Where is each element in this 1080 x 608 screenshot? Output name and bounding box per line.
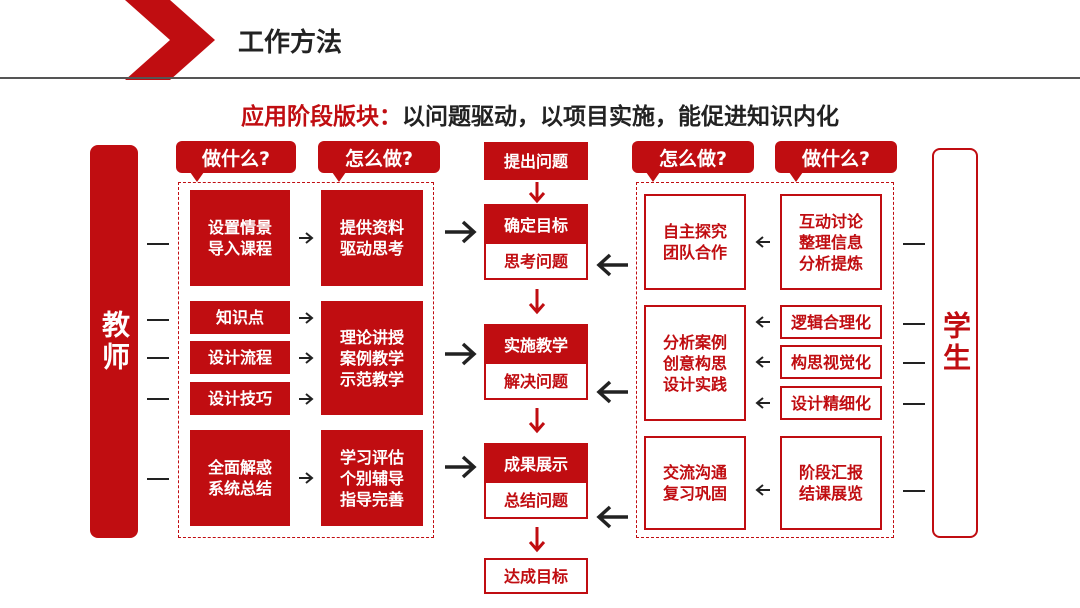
left-what-item: 设计技巧 bbox=[190, 382, 290, 415]
right-how-box: 自主探究 团队合作 bbox=[644, 194, 746, 290]
small-left-arrow-icon bbox=[755, 236, 770, 248]
down-arrow-icon bbox=[528, 289, 546, 315]
teacher-connector bbox=[147, 398, 169, 400]
student-connector bbox=[903, 490, 925, 492]
small-right-arrow-icon bbox=[299, 472, 314, 484]
small-right-arrow-icon bbox=[299, 312, 314, 324]
left-what-item: 设计流程 bbox=[190, 341, 290, 374]
flow-step-title: 确定目标 bbox=[486, 206, 586, 244]
big-right-arrow-icon bbox=[445, 342, 477, 366]
small-left-arrow-icon bbox=[755, 356, 770, 368]
small-left-arrow-icon bbox=[755, 397, 770, 409]
right-what-item: 逻辑合理化 bbox=[780, 305, 882, 339]
header-chevron-shape bbox=[125, 0, 215, 80]
left-callout-what-text: 做什么? bbox=[201, 147, 271, 170]
header-rule bbox=[0, 77, 1080, 79]
flow-end-box: 达成目标 bbox=[484, 558, 588, 594]
left-how-box: 学习评估 个别辅导 指导完善 bbox=[321, 430, 423, 526]
big-left-arrow-icon bbox=[596, 505, 628, 529]
right-callout-how-text: 怎么做? bbox=[658, 147, 728, 170]
flow-step-box: 成果展示 总结问题 bbox=[484, 443, 588, 519]
left-callout-what-tip bbox=[190, 172, 204, 182]
right-how-box: 分析案例 创意构思 设计实践 bbox=[644, 305, 746, 421]
flow-step-title: 成果展示 bbox=[486, 445, 586, 483]
down-arrow-icon bbox=[528, 182, 546, 204]
student-connector bbox=[903, 323, 925, 325]
big-left-arrow-icon bbox=[596, 253, 628, 277]
subtitle-highlight: 应用阶段版块： bbox=[241, 104, 402, 130]
down-arrow-icon bbox=[528, 408, 546, 434]
flow-step-box: 实施教学 解决问题 bbox=[484, 324, 588, 400]
left-what-box: 设置情景 导入课程 bbox=[190, 190, 290, 286]
left-callout-how: 怎么做? bbox=[318, 141, 440, 173]
teacher-label: 教师 bbox=[98, 309, 131, 374]
teacher-connector bbox=[147, 478, 169, 480]
teacher-connector bbox=[147, 357, 169, 359]
left-what-box: 全面解惑 系统总结 bbox=[190, 430, 290, 526]
small-right-arrow-icon bbox=[299, 232, 314, 244]
teacher-connector bbox=[147, 243, 169, 245]
flow-step-sub: 总结问题 bbox=[503, 490, 568, 510]
left-callout-how-text: 怎么做? bbox=[344, 147, 414, 170]
left-panel bbox=[178, 182, 434, 538]
small-right-arrow-icon bbox=[299, 393, 314, 405]
big-right-arrow-icon bbox=[445, 220, 477, 244]
small-right-arrow-icon bbox=[299, 352, 314, 364]
right-callout-how-tip bbox=[646, 172, 660, 182]
page-subtitle: 应用阶段版块：以问题驱动，以项目实施，能促进知识内化 bbox=[0, 97, 1080, 131]
subtitle-text: 以问题驱动，以项目实施，能促进知识内化 bbox=[402, 104, 839, 130]
student-connector bbox=[903, 362, 925, 364]
student-label: 学生 bbox=[939, 311, 972, 375]
down-arrow-icon bbox=[528, 527, 546, 553]
flow-start-box: 提出问题 bbox=[484, 142, 588, 180]
right-panel bbox=[636, 182, 894, 538]
small-left-arrow-icon bbox=[755, 316, 770, 328]
right-callout-what: 做什么? bbox=[775, 141, 897, 173]
right-callout-what-tip bbox=[789, 172, 803, 182]
left-what-item: 知识点 bbox=[190, 301, 290, 334]
page-title: 工作方法 bbox=[238, 28, 343, 58]
right-what-item: 构思视觉化 bbox=[780, 345, 882, 379]
big-right-arrow-icon bbox=[445, 455, 477, 479]
flow-step-box: 确定目标 思考问题 bbox=[484, 204, 588, 280]
left-callout-what: 做什么? bbox=[176, 141, 296, 173]
small-left-arrow-icon bbox=[755, 484, 770, 496]
right-what-box: 阶段汇报 结课展览 bbox=[780, 436, 882, 530]
right-what-item: 设计精细化 bbox=[780, 386, 882, 420]
student-connector bbox=[903, 403, 925, 405]
flow-step-sub: 思考问题 bbox=[503, 251, 568, 271]
right-what-box: 互动讨论 整理信息 分析提炼 bbox=[780, 194, 882, 290]
right-how-box: 交流沟通 复习巩固 bbox=[644, 436, 746, 530]
right-callout-how: 怎么做? bbox=[632, 141, 754, 173]
flow-step-sub: 解决问题 bbox=[503, 371, 568, 391]
right-callout-what-text: 做什么? bbox=[801, 147, 871, 170]
big-left-arrow-icon bbox=[596, 380, 628, 404]
left-how-box: 理论讲授 案例教学 示范教学 bbox=[321, 301, 423, 415]
left-how-box: 提供资料 驱动思考 bbox=[321, 190, 423, 286]
teacher-connector bbox=[147, 319, 169, 321]
left-callout-how-tip bbox=[332, 172, 346, 182]
student-connector bbox=[903, 243, 925, 245]
teacher-bar: 教师 bbox=[90, 145, 138, 538]
student-bar: 学生 bbox=[932, 148, 978, 538]
flow-step-title: 实施教学 bbox=[486, 326, 586, 364]
